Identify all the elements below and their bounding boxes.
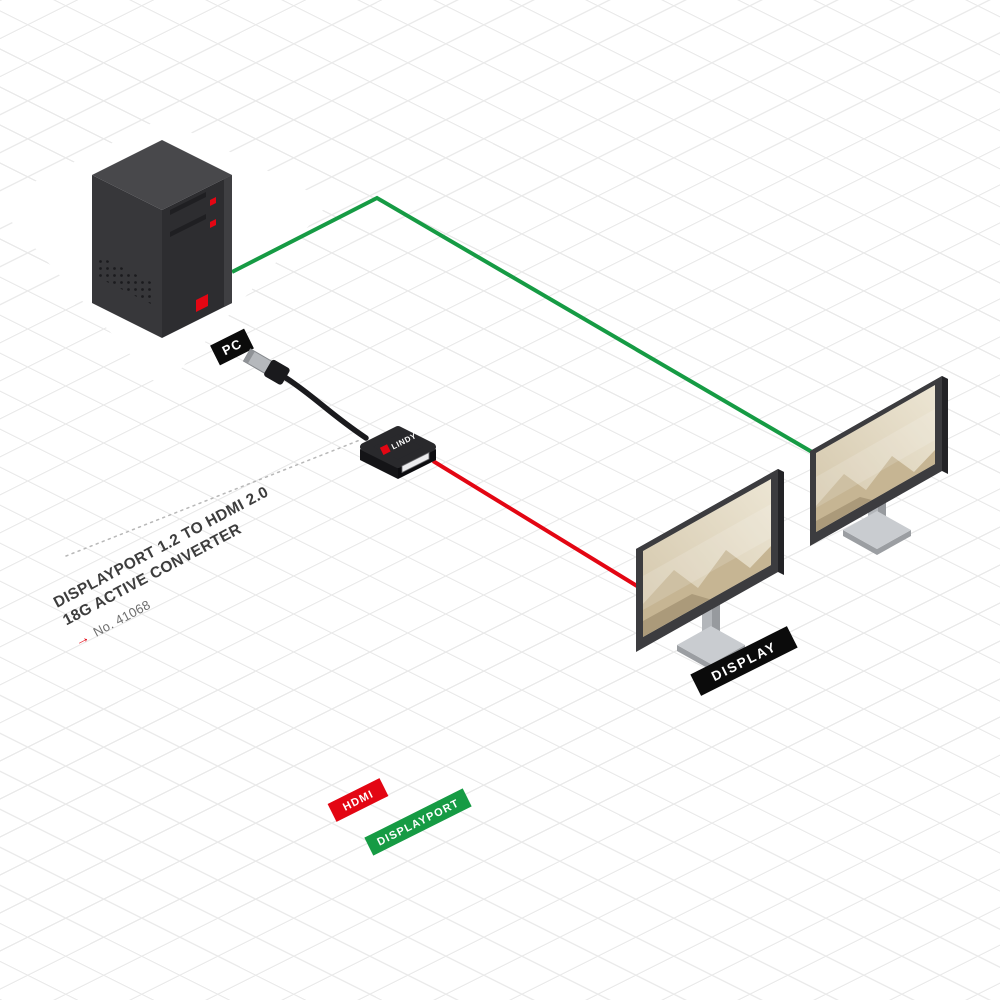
legend-displayport-bg <box>364 788 472 856</box>
monitor-2 <box>810 376 948 555</box>
pc-drive-slot-1 <box>170 192 206 215</box>
product-title-line2: 18G ACTIVE CONVERTER <box>60 521 244 630</box>
pc-right-face <box>162 175 232 338</box>
monitor-1-edge-right <box>778 469 784 575</box>
legend-hdmi: HDMI <box>327 778 389 822</box>
converter: LINDY <box>360 426 436 479</box>
pc-drive-slot-2 <box>170 214 206 237</box>
leader-dotted-line <box>65 439 361 557</box>
converter-hdmi-port <box>401 451 430 474</box>
product-title-line1: DISPLAYPORT 1.2 TO HDMI 2.0 <box>51 483 272 611</box>
product-arrow-icon: → <box>72 628 93 650</box>
legend-displayport-text: DISPLAYPORT <box>375 797 461 848</box>
pc-front-panel <box>224 175 232 307</box>
adapter-cable <box>283 375 369 441</box>
monitor-1 <box>636 469 784 670</box>
monitor-2-light-band <box>816 409 935 508</box>
monitor-2-base-side <box>843 530 911 555</box>
product-title: DISPLAYPORT 1.2 TO HDMI 2.0 18G ACTIVE C… <box>51 483 272 650</box>
pc-label: PC <box>210 328 254 366</box>
converter-top-face <box>360 426 436 468</box>
pc-label-bg <box>210 328 254 366</box>
monitor-1-light-band <box>643 504 771 610</box>
pc-led-2 <box>210 219 216 228</box>
hdmi-cable-line <box>431 459 639 588</box>
converter-left-face <box>360 449 398 479</box>
monitor-2-wallpaper <box>816 409 935 532</box>
usb-plug-tip <box>243 348 255 364</box>
usb-plug <box>242 348 290 385</box>
legend-hdmi-bg <box>327 778 389 822</box>
monitor-1-ridge-2 <box>643 565 771 637</box>
monitor-2-edge-right <box>942 376 948 474</box>
lindy-logo-mark <box>379 444 391 455</box>
pc-led-1 <box>210 197 216 206</box>
monitor-2-base-top <box>843 511 911 549</box>
displayport-cable-line <box>231 195 814 454</box>
display-label-bg <box>690 626 798 696</box>
pc-tower <box>92 140 232 338</box>
usb-plug-body <box>264 359 290 385</box>
monitor-2-ridge-2 <box>816 464 935 532</box>
monitor-1-base-top <box>677 626 745 664</box>
pc-vent-grid <box>99 256 155 306</box>
monitor-1-wallpaper <box>643 504 771 637</box>
pc-power-button <box>196 294 208 312</box>
